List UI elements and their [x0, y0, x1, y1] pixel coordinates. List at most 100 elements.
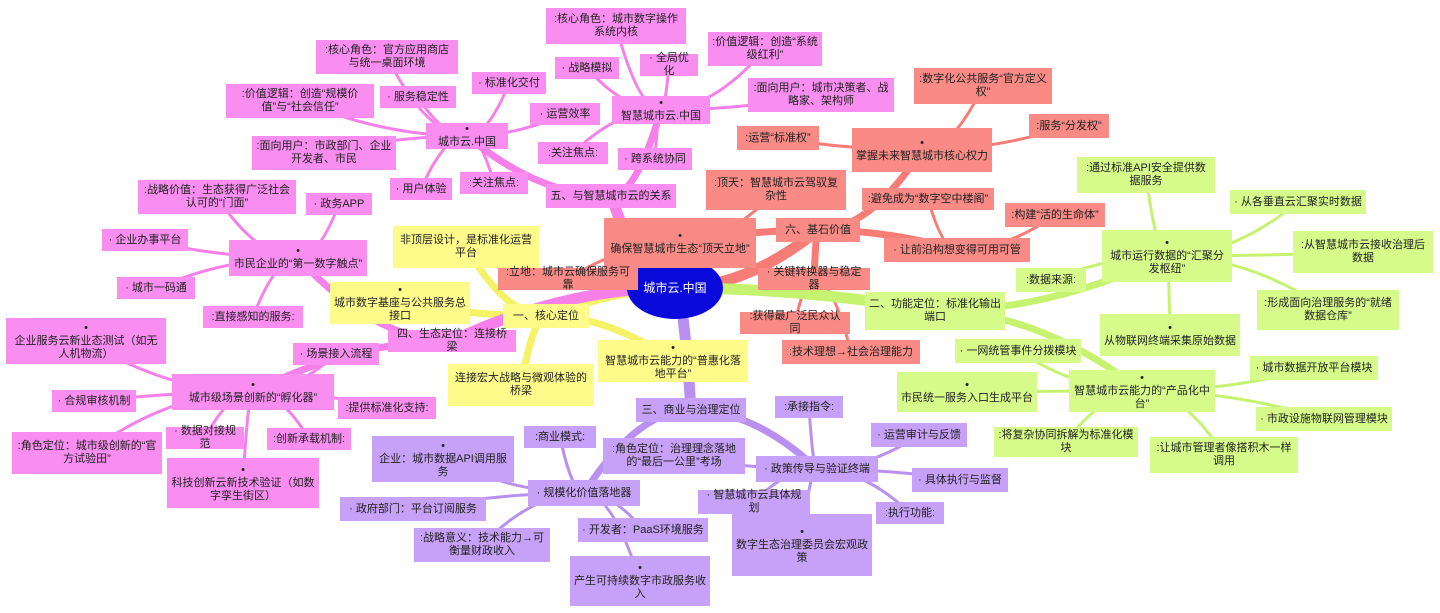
bullet-icon: •: [965, 379, 969, 391]
node-sA[interactable]: •城市云.中国: [426, 123, 508, 149]
node-sB7[interactable]: · 跨系统协同: [618, 148, 692, 170]
node-sB6[interactable]: :关注焦点:: [538, 142, 608, 164]
node-y1d[interactable]: •智慧城市云能力的“普惠化落地平台”: [598, 340, 748, 382]
node-pB2[interactable]: · 场景接入流程: [293, 343, 379, 365]
node-label: 确保智慧城市生态“顶天立地”: [610, 243, 750, 255]
node-rB1[interactable]: :数字化公共服务“官方定义权”: [914, 68, 1052, 104]
node-gA[interactable]: •城市运行数据的“汇聚分发枢纽”: [1102, 230, 1232, 282]
node-vA6[interactable]: •产生可持续数字市政服务收入: [570, 556, 710, 606]
node-g2[interactable]: 二、功能定位：标准化输出端口: [865, 292, 1005, 330]
node-p4[interactable]: 四、生态定位：连接桥梁: [388, 328, 516, 353]
node-rA2[interactable]: :立地：城市云确保服务可靠: [498, 266, 638, 291]
node-label: 科技创新云新技术验证（如数字孪生街区）: [171, 476, 315, 502]
node-vB2[interactable]: :承接指令:: [775, 396, 843, 418]
node-vA3[interactable]: · 政府部门：平台订阅服务: [340, 497, 486, 521]
node-sA2[interactable]: · 标准化交付: [472, 72, 546, 94]
node-gA6[interactable]: •从物联网终端采集原始数据: [1100, 314, 1240, 356]
node-pB[interactable]: •城市级场景创新的“孵化器”: [172, 374, 334, 410]
node-y1b[interactable]: 非顶层设计，是标准化运营平台: [393, 226, 539, 268]
node-sA6[interactable]: :面向用户：市政部门、企业开发者、市民: [252, 136, 396, 170]
node-gB5[interactable]: :将复杂协同拆解为标准化模块: [994, 427, 1138, 457]
node-pB4[interactable]: :提供标准化支持:: [338, 397, 436, 419]
node-vA5[interactable]: :战略意义：技术能力→可衡量财政收入: [414, 528, 550, 562]
node-label: 非顶层设计，是标准化运营平台: [400, 234, 532, 259]
node-gB2[interactable]: · 城市数据开放平台模块: [1250, 356, 1378, 380]
bullet-icon: •: [659, 97, 663, 109]
node-y1a[interactable]: •城市数字基座与公共服务总接口: [330, 282, 470, 324]
node-label: 城市运行数据的“汇聚分发枢纽”: [1110, 249, 1224, 275]
node-sA7[interactable]: :关注焦点:: [460, 172, 528, 194]
node-v3[interactable]: 三、商业与治理定位: [636, 398, 746, 422]
node-pA4[interactable]: · 城市一码通: [117, 277, 195, 299]
node-pA2[interactable]: · 政务APP: [306, 193, 372, 215]
node-pA3[interactable]: · 企业办事平台: [102, 229, 188, 251]
node-gA1[interactable]: :通过标准API安全提供数据服务: [1077, 157, 1215, 193]
node-pA1[interactable]: :战略价值：生态获得广泛社会认可的“门面”: [138, 180, 296, 214]
node-sB3[interactable]: · 全局优化: [640, 52, 698, 77]
node-gB3[interactable]: •市民统一服务入口生成平台: [897, 372, 1037, 412]
node-rD2[interactable]: :技术理想→社会治理能力: [782, 340, 920, 364]
node-gB4[interactable]: · 市政设施物联网管理模块: [1256, 407, 1392, 431]
node-label: :数据来源:: [1025, 273, 1077, 286]
node-vB7[interactable]: •数字生态治理委员会宏观政策: [732, 514, 872, 576]
node-sB4[interactable]: :价值逻辑：创造“系统级红利”: [708, 32, 822, 66]
node-gB[interactable]: •智慧城市云能力的“产品化中台”: [1069, 370, 1215, 412]
node-rD1[interactable]: :获得最广泛民众认同: [740, 310, 850, 335]
node-vA4[interactable]: · 开发者：PaaS环境服务: [578, 518, 708, 542]
node-rB2[interactable]: :运营“标准权”: [737, 126, 819, 150]
node-vA[interactable]: · 规模化价值落地器: [528, 480, 640, 506]
node-rB3[interactable]: :服务“分发权”: [1029, 114, 1109, 138]
node-rA1[interactable]: :顶天：智慧城市云驾驭复杂性: [706, 170, 846, 210]
node-label: :运营“标准权”: [745, 131, 811, 144]
node-label: 智慧城市云能力的“普惠化落地平台”: [605, 354, 741, 380]
node-sA3[interactable]: · 服务稳定性: [380, 86, 456, 108]
node-label: · 开发者：PaaS环境服务: [582, 523, 704, 536]
node-label: · 场景接入流程: [299, 347, 373, 360]
node-vA2[interactable]: •企业：城市数据API调用服务: [372, 436, 514, 482]
node-sB5[interactable]: :面向用户：城市决策者、战略家、架构师: [748, 78, 894, 112]
node-pB8[interactable]: •科技创新云新技术验证（如数字孪生街区）: [167, 458, 319, 508]
node-sB[interactable]: •智慧城市云.中国: [612, 96, 710, 124]
node-rD[interactable]: · 关键转换器与稳定器: [758, 266, 870, 291]
node-vA1[interactable]: :商业模式:: [524, 426, 596, 448]
node-rA[interactable]: •确保智慧城市生态“顶天立地”: [604, 218, 756, 268]
node-gA4[interactable]: :数据来源:: [1016, 268, 1086, 292]
node-sB2[interactable]: · 战略模拟: [555, 57, 619, 79]
bullet-icon: •: [241, 463, 245, 476]
node-vB[interactable]: · 政策传导与验证终端: [756, 456, 878, 482]
node-rC[interactable]: · 让前沿构想变得可用可管: [884, 238, 1030, 262]
node-gA5[interactable]: :形成面向治理服务的“就绪数据仓库”: [1257, 290, 1399, 330]
node-vB5[interactable]: · 智慧城市云具体规划: [698, 489, 810, 514]
node-sA4[interactable]: :价值逻辑：创造“规模价值”与“社会信任”: [226, 84, 374, 118]
node-rC2[interactable]: :构建“活的生命体”: [1005, 203, 1105, 227]
node-sB1[interactable]: :核心角色：城市数字操作系统内核: [546, 8, 686, 44]
node-rC1[interactable]: :避免成为“数字空中楼阁”: [862, 188, 994, 210]
node-gA3[interactable]: :从智慧城市云接收治理后数据: [1293, 231, 1433, 273]
node-pA5[interactable]: :直接感知的服务:: [203, 306, 303, 328]
node-pB6[interactable]: :角色定位：城市级创新的“官方试验田”: [12, 432, 162, 474]
node-label: · 政务APP: [313, 197, 365, 210]
node-pB3[interactable]: · 合规审核机制: [52, 390, 136, 412]
node-pA[interactable]: •市民企业的“第一数字触点”: [229, 240, 367, 276]
node-label: :从智慧城市云接收治理后数据: [1300, 239, 1426, 264]
node-y1c[interactable]: 连接宏大战略与微观体验的桥梁: [448, 364, 594, 406]
node-vB6[interactable]: :执行功能:: [876, 502, 944, 524]
node-label: :让城市管理者像搭积木一样调用: [1156, 442, 1292, 467]
node-y1[interactable]: 一、核心定位: [503, 304, 589, 328]
node-s5[interactable]: 五、与智慧城市云的关系: [546, 184, 676, 208]
node-sA1[interactable]: :核心角色：官方应用商店与统一桌面环境: [316, 40, 458, 74]
node-gB6[interactable]: :让城市管理者像搭积木一样调用: [1150, 437, 1298, 473]
node-vB3[interactable]: · 运营审计与反馈: [871, 423, 967, 447]
node-pB5[interactable]: · 数据对接规范: [166, 425, 244, 450]
node-r6[interactable]: 六、基石价值: [776, 218, 860, 242]
node-gA2[interactable]: · 从各垂直云汇聚实时数据: [1230, 190, 1366, 214]
node-vB1[interactable]: :角色定位：治理理念落地的“最后一公里”考场: [603, 438, 745, 474]
node-sA8[interactable]: · 用户体验: [390, 178, 452, 200]
node-sA5[interactable]: · 运营效率: [530, 103, 600, 125]
node-pB1[interactable]: •企业服务云新业态测试（如无人机物流）: [6, 318, 166, 364]
node-gB1[interactable]: · 一网统管事件分拨模块: [955, 339, 1081, 363]
bullet-icon: •: [800, 525, 804, 538]
node-rB[interactable]: •掌握未来智慧城市核心权力: [852, 128, 992, 172]
node-pB7[interactable]: :创新承载机制:: [267, 428, 351, 450]
node-vB4[interactable]: · 具体执行与监督: [912, 468, 1008, 492]
